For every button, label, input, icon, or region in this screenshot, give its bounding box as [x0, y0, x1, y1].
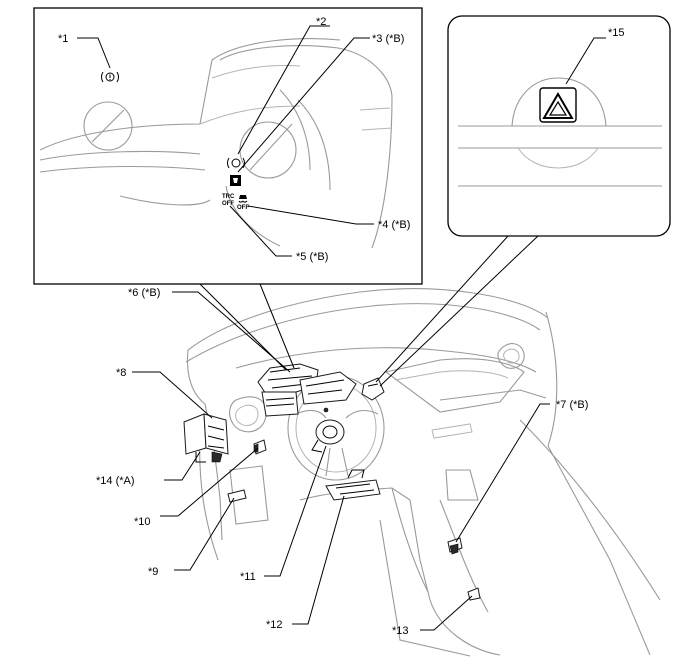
callout-4: *4 (*B): [378, 219, 410, 231]
vsc-off-indicator-icon: OFF: [237, 195, 249, 211]
callout-14: *14 (*A): [96, 475, 135, 487]
callout-15: *15: [608, 27, 625, 39]
front-seat-belt-switch-connector-left: [253, 439, 267, 455]
trc-label-line2: OFF: [222, 201, 234, 207]
callout-5: *5 (*B): [296, 251, 328, 263]
hazard-switch-assembly: [361, 377, 385, 401]
callout-labels: *1 *2 *3 (*B) *4 (*B) *5 (*B) *6 (*B) *7…: [58, 16, 625, 637]
airbag-sensor-assembly: [183, 413, 229, 463]
brake-warning-icon: [101, 71, 119, 83]
callout-12: *12: [266, 619, 283, 631]
callout-13: *13: [392, 625, 409, 637]
trc-label-line1: TRC: [222, 194, 235, 200]
slip-indicator-icon: [230, 175, 241, 186]
console-bracket: [325, 469, 381, 501]
callout-7: *7 (*B): [556, 399, 588, 411]
leader-lines: [132, 291, 550, 631]
spiral-cable: [311, 419, 345, 453]
dashboard-outline: [185, 288, 661, 657]
callout-11: *11: [240, 571, 256, 583]
shift-lever-connector: [447, 537, 463, 555]
vsc-off-label: OFF: [237, 205, 249, 211]
steering-column-parts: [299, 371, 357, 413]
dlc3-connector: [227, 489, 247, 503]
callout-10: *10: [134, 516, 151, 528]
hazard-inset-panel: [447, 15, 671, 237]
callout-1: *1: [58, 33, 68, 45]
callout-8: *8: [116, 367, 126, 379]
callout-6: *6 (*B): [128, 287, 160, 299]
meter-inset-panel: OFF TRC OFF: [33, 7, 423, 285]
trc-off-indicator: TRC OFF: [222, 194, 235, 207]
callout-2: *2: [316, 16, 326, 28]
callout-9: *9: [148, 566, 158, 578]
hazard-switch-icon: [539, 87, 577, 123]
callout-3: *3 (*B): [372, 33, 404, 45]
abs-warning-icon: [227, 157, 245, 169]
